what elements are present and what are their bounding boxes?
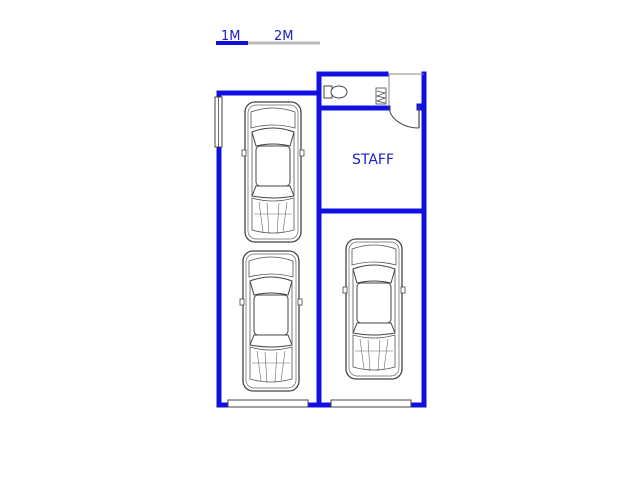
garage-door-icon	[227, 399, 412, 408]
scale-bar: 1M 2M	[216, 29, 320, 45]
car-icon	[241, 101, 305, 243]
scale-label-2m: 2M	[274, 29, 294, 44]
car-icon	[239, 250, 303, 392]
room-label-staff: STAFF	[352, 152, 394, 168]
toilet-icon	[323, 85, 348, 99]
car-icon	[342, 238, 406, 380]
window-icon	[214, 96, 223, 148]
scale-label-1m: 1M	[221, 29, 241, 44]
basin-icon	[375, 87, 387, 105]
door-swing-icon	[388, 73, 424, 129]
